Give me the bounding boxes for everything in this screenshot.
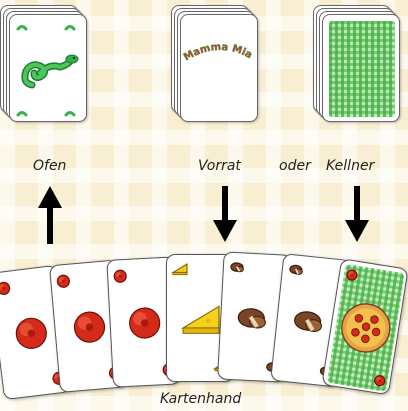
- tomato-corner-icon: [113, 269, 127, 283]
- tomato-corner-icon: [346, 269, 358, 281]
- hand-card-pizza-recipe[interactable]: [321, 258, 408, 396]
- cheese-corner-icon: [170, 263, 188, 276]
- ofen-label: Ofen: [33, 158, 67, 174]
- svg-text:Mamma Mia!: Mamma Mia!: [181, 15, 254, 63]
- mushroom-corner-icon: [230, 262, 244, 273]
- cheese-icon: [180, 305, 220, 334]
- kellner-label: Kellner: [326, 158, 375, 174]
- vorrat-top-card[interactable]: Mamma Mia! Mamma Mia!: [180, 14, 258, 122]
- vorrat-label: Vorrat: [198, 158, 241, 174]
- mushroom-corner-icon: [289, 264, 303, 275]
- tomato-corner-icon: [374, 375, 386, 387]
- hand-label: Kartenhand: [160, 391, 242, 407]
- tomato-icon: [15, 317, 47, 349]
- mushroom-icon: [294, 311, 322, 332]
- ofen-pile[interactable]: [0, 5, 87, 122]
- logo-text-top: Mamma Mia!: [181, 15, 254, 64]
- mushroom-icon: [237, 308, 266, 329]
- arrow-down-from-vorrat-icon: [213, 186, 237, 242]
- kellner-pile[interactable]: [313, 5, 400, 122]
- vorrat-pile[interactable]: Mamma Mia! Mamma Mia!: [171, 5, 258, 122]
- tomato-icon: [129, 307, 161, 339]
- corner-snake-icon: [16, 25, 76, 117]
- green-snake-icon: [21, 54, 79, 89]
- oder-label: oder: [279, 158, 311, 174]
- pizza-icon: [341, 303, 391, 353]
- mamma-mia-logo-icon: Mamma Mia! Mamma Mia!: [181, 15, 254, 64]
- tomato-icon: [73, 311, 106, 343]
- ofen-top-card[interactable]: [9, 14, 87, 122]
- arrow-down-from-kellner-icon: [345, 186, 369, 242]
- kellner-top-card[interactable]: [322, 14, 400, 122]
- arrow-up-to-ofen-icon: [38, 186, 62, 244]
- tomato-corner-icon: [56, 274, 71, 288]
- green-checkered-back-icon: [329, 21, 395, 117]
- tomato-corner-icon: [0, 281, 11, 295]
